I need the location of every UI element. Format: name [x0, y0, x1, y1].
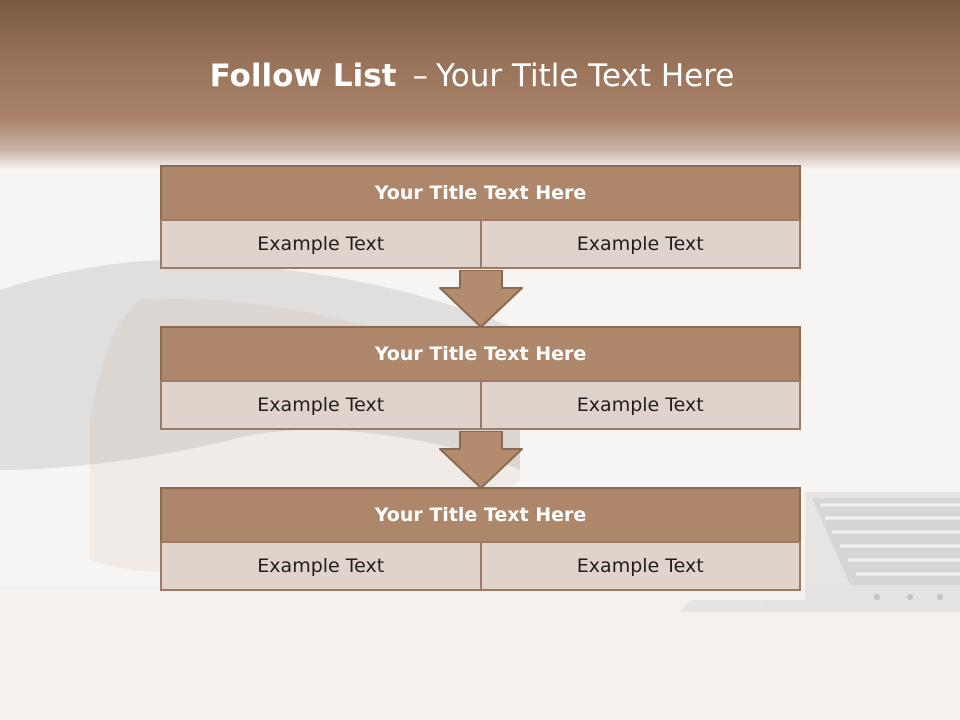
down-arrow-icon	[439, 270, 523, 328]
slide-title: Follow List–Your Title Text Here	[0, 56, 944, 96]
step-row: Example Text Example Text	[160, 541, 801, 591]
photo-laptop	[680, 492, 960, 612]
step-cell-right: Example Text	[479, 380, 801, 430]
step-block-3: Your Title Text Here Example Text Exampl…	[160, 487, 801, 591]
slide-title-rest: Your Title Text Here	[435, 58, 735, 94]
step-cell-left: Example Text	[160, 541, 482, 591]
step-cell-left: Example Text	[160, 380, 482, 430]
step-cell-right: Example Text	[479, 541, 801, 591]
step-block-2: Your Title Text Here Example Text Exampl…	[160, 326, 801, 430]
down-arrow-icon	[439, 431, 523, 489]
step-block-1: Your Title Text Here Example Text Exampl…	[160, 165, 801, 269]
slide-title-bold: Follow List	[209, 58, 397, 94]
step-row: Example Text Example Text	[160, 219, 801, 269]
step-cell-right: Example Text	[479, 219, 801, 269]
step-row: Example Text Example Text	[160, 380, 801, 430]
step-title: Your Title Text Here	[160, 487, 801, 543]
step-title: Your Title Text Here	[160, 326, 801, 382]
step-cell-left: Example Text	[160, 219, 482, 269]
header-band	[0, 0, 960, 170]
slide-title-separator: –	[412, 58, 428, 94]
step-title: Your Title Text Here	[160, 165, 801, 221]
